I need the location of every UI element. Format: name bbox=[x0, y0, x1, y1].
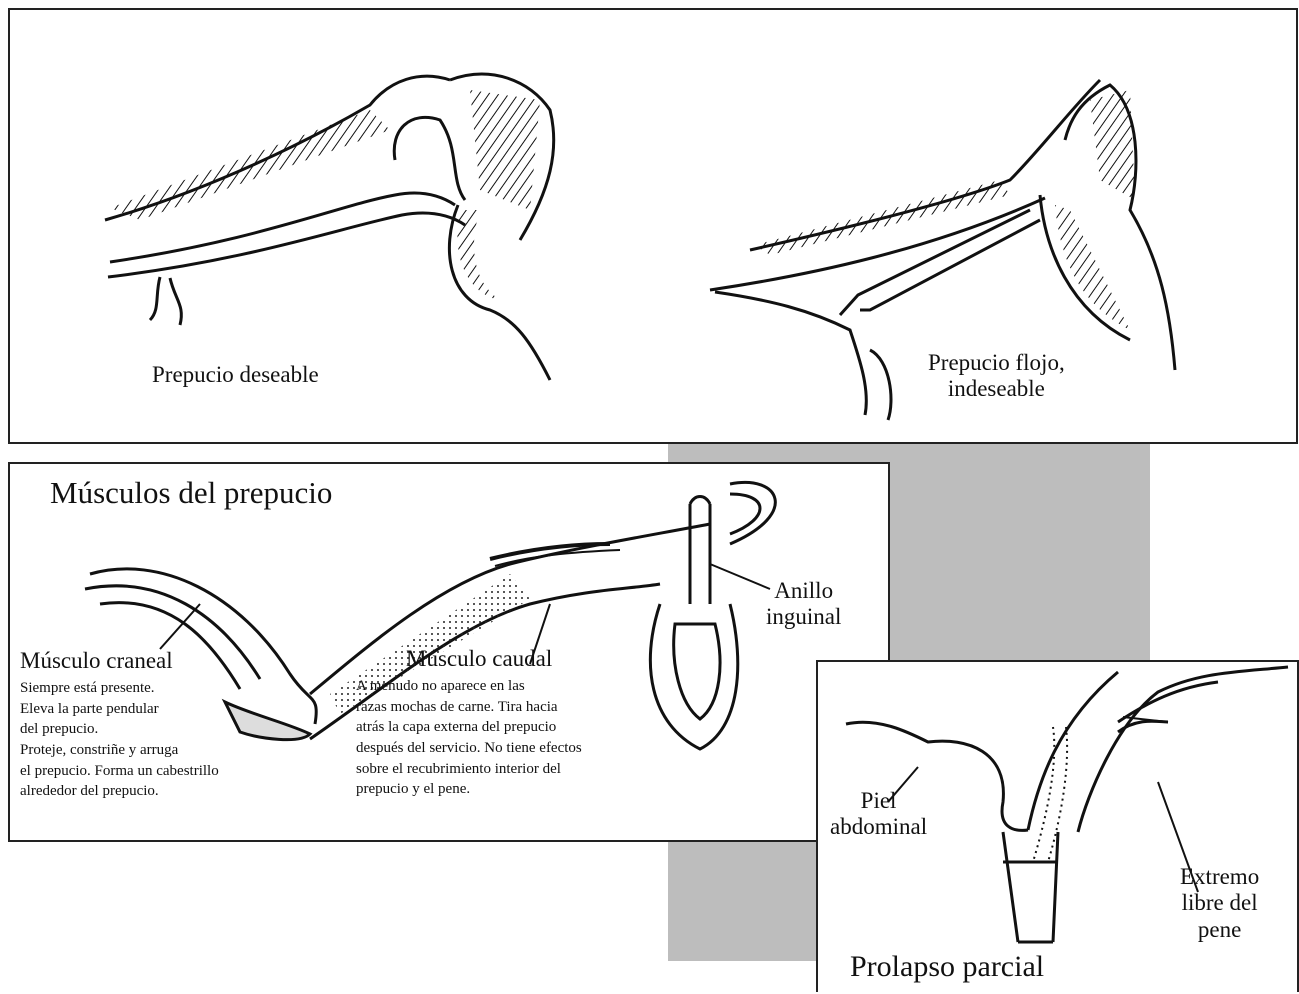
muscles-title: Músculos del prepucio bbox=[50, 476, 332, 510]
prepuce-comparison-panel: Prepucio deseable Prepucio flojo, indese… bbox=[8, 8, 1298, 444]
partial-prolapse-panel: Piel abdominal Extremo libre del pene Pr… bbox=[816, 660, 1299, 992]
loose-prepuce-label: Prepucio flojo, indeseable bbox=[928, 350, 1065, 403]
caudal-muscle-label: Músculo caudal bbox=[406, 646, 552, 671]
cranial-muscle-description: Siempre está presente. Eleva la parte pe… bbox=[20, 678, 219, 802]
cranial-muscle-label: Músculo craneal bbox=[20, 648, 173, 673]
prepuce-muscles-panel: Músculos del prepucio Músculo craneal Si… bbox=[8, 462, 890, 842]
abdominal-skin-label: Piel abdominal bbox=[830, 788, 927, 841]
penis-free-end-label: Extremo libre del pene bbox=[1180, 864, 1259, 943]
desirable-prepuce-label: Prepucio deseable bbox=[152, 362, 319, 387]
desirable-prepuce-illustration bbox=[105, 74, 554, 380]
caudal-muscle-description: A menudo no aparece en las razas mochas … bbox=[356, 676, 582, 800]
partial-prolapse-title: Prolapso parcial bbox=[850, 950, 1044, 983]
inguinal-ring-label: Anillo inguinal bbox=[766, 578, 841, 631]
